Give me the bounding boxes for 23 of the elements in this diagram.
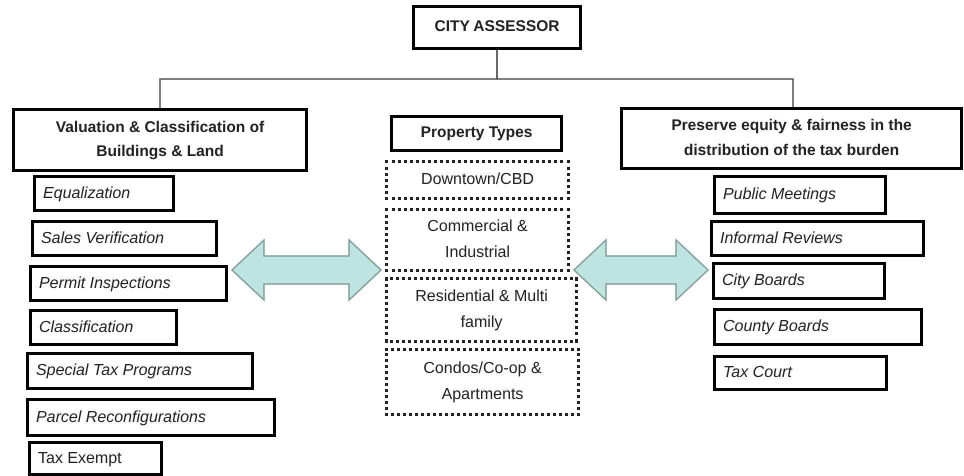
double-arrow — [572, 238, 710, 302]
connector-line — [496, 50, 794, 107]
property-type-box: Residential & Multi family — [385, 277, 578, 343]
heading-box: Property Types — [390, 115, 563, 152]
task-box: Parcel Reconfigurations — [26, 398, 276, 437]
task-box: County Boards — [713, 308, 923, 346]
property-type-box: Commercial & Industrial — [385, 208, 570, 272]
task-box: City Boards — [712, 262, 886, 300]
property-type-box: Downtown/CBD — [385, 160, 570, 200]
task-box: Tax Court — [713, 355, 888, 391]
task-box: Equalization — [33, 175, 175, 212]
task-box: Public Meetings — [713, 175, 887, 215]
heading-box: Preserve equity & fairness in the distribution of the tax burden — [620, 107, 963, 170]
task-box: Tax Exempt — [28, 441, 163, 476]
double-arrow — [230, 238, 382, 302]
task-box: Classification — [29, 309, 178, 346]
task-box: Permit Inspections — [29, 265, 228, 302]
task-box: Special Tax Programs — [26, 352, 254, 390]
task-box: Sales Verification — [31, 220, 218, 257]
property-type-box: Condos/Co-op & Apartments — [385, 348, 580, 416]
heading-box: CITY ASSESSOR — [412, 5, 582, 50]
heading-box: Valuation & Classification of Buildings & Land — [12, 108, 308, 172]
task-box: Informal Reviews — [710, 220, 925, 257]
